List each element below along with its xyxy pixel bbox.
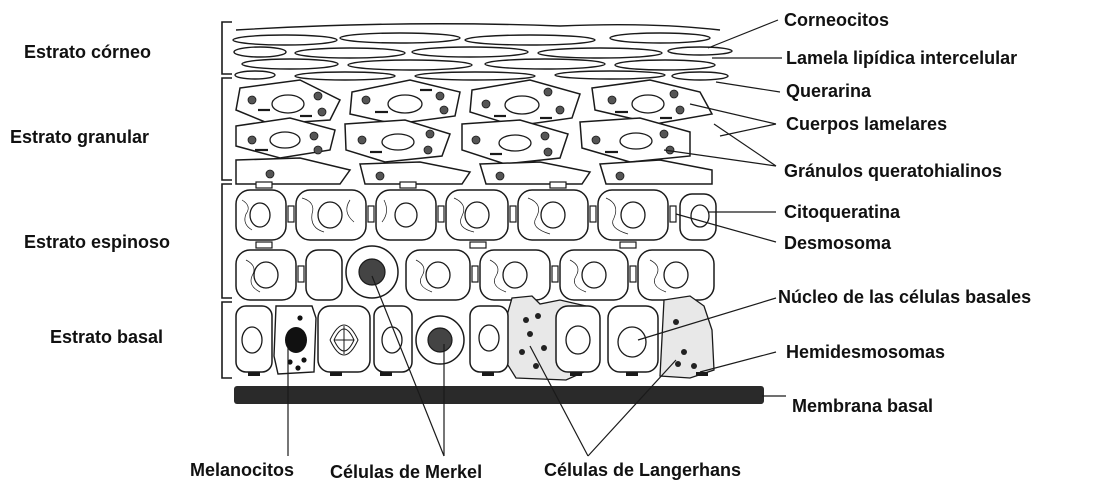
bracket-basal [222, 302, 232, 378]
label-corneocitos: Corneocitos [784, 10, 889, 30]
layer-label-espinoso: Estrato espinoso [24, 232, 170, 252]
label-merkel: Células de Merkel [330, 462, 482, 482]
merkel-cell-lower [416, 316, 464, 364]
label-nucleo-basal: Núcleo de las células basales [778, 287, 1031, 307]
label-desmosoma: Desmosoma [784, 233, 892, 253]
layer-label-corneo: Estrato córneo [24, 42, 151, 62]
label-cuerpos-lamelares: Cuerpos lamelares [786, 114, 947, 134]
merkel-cell-upper [346, 246, 398, 298]
granular-cell [480, 162, 590, 184]
layer-brackets [222, 22, 232, 378]
bracket-corneo [222, 22, 232, 74]
langerhans-cell [500, 296, 714, 380]
label-langerhans: Células de Langerhans [544, 460, 741, 480]
label-citoqueratina: Citoqueratina [784, 202, 901, 222]
label-membrana-basal: Membrana basal [792, 396, 933, 416]
label-lamela: Lamela lipídica intercelular [786, 48, 1017, 68]
layer-label-granular: Estrato granular [10, 127, 149, 147]
label-querarina: Querarina [786, 81, 872, 101]
bracket-espinoso [222, 184, 232, 298]
bracket-granular [222, 78, 232, 180]
layer-label-basal: Estrato basal [50, 327, 163, 347]
granular-cell [360, 162, 470, 184]
basement-membrane [234, 386, 764, 404]
label-hemidesmosomas: Hemidesmosomas [786, 342, 945, 362]
melanocyte [274, 306, 316, 374]
granular-cell [236, 158, 350, 184]
label-melanocitos: Melanocitos [190, 460, 294, 480]
label-granulos: Gránulos queratohialinos [784, 161, 1002, 181]
granular-cell [600, 160, 712, 184]
stratum-corneum [233, 24, 732, 80]
spinous-cell [306, 250, 342, 300]
